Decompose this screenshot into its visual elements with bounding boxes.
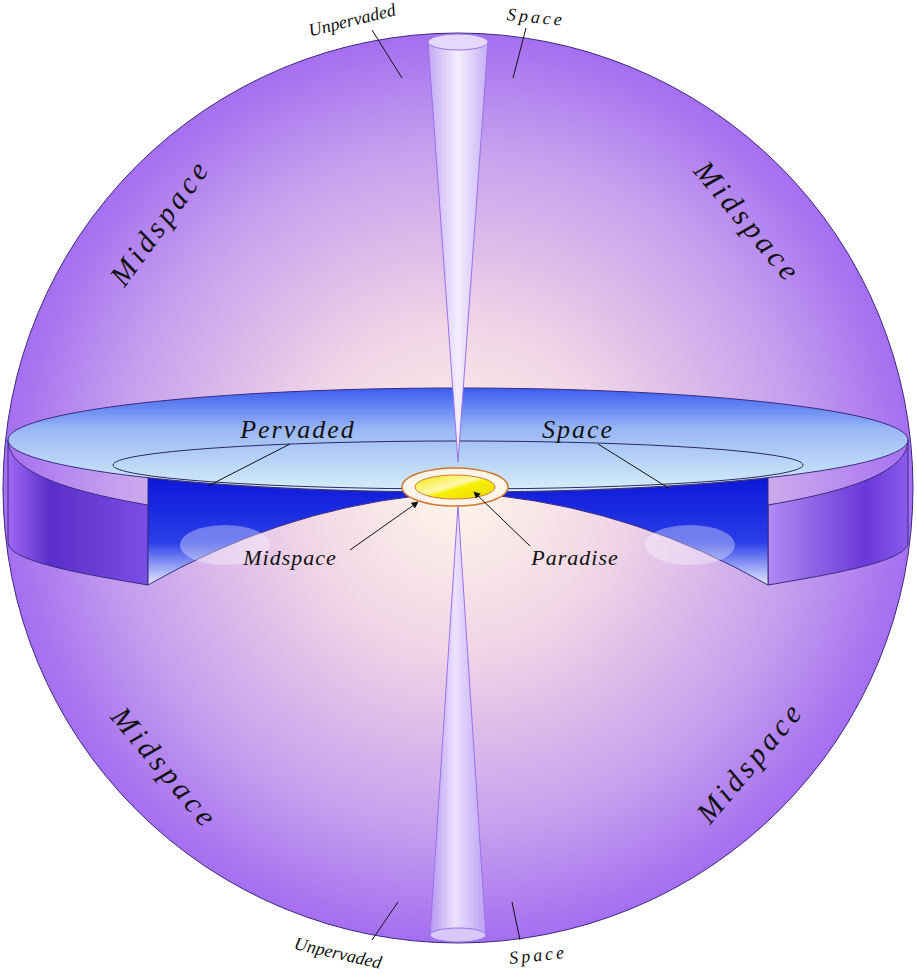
lower-cone-end <box>430 928 486 942</box>
leader-line <box>372 902 398 940</box>
region-label: Unpervaded <box>293 934 384 972</box>
leader-line <box>513 28 526 78</box>
region-label: Midspace <box>689 155 808 288</box>
region-label: Midspace <box>243 547 337 569</box>
sphere <box>3 33 913 943</box>
leader-line <box>208 444 290 486</box>
lower-cone <box>430 505 486 935</box>
region-label: Midspace <box>106 701 225 834</box>
upper-cone-end <box>428 34 488 50</box>
paradise-island <box>415 475 495 499</box>
region-label: Space <box>508 943 568 967</box>
region-label: Midspace <box>104 153 216 291</box>
leader-line <box>372 30 402 78</box>
region-label: Paradise <box>531 547 618 569</box>
region-label: Midspace <box>691 695 810 828</box>
midspace-ring <box>402 468 508 506</box>
region-label: Space <box>542 417 614 443</box>
leader-line <box>512 902 520 940</box>
upper-cone <box>428 42 488 462</box>
leader-arrow <box>474 492 530 546</box>
cutaway-highlight <box>645 525 735 565</box>
region-label: Unpervaded <box>307 1 398 40</box>
leader-line <box>598 444 670 489</box>
region-label: Space <box>506 5 566 29</box>
region-label: Pervaded <box>240 417 356 443</box>
leader-arrow <box>350 502 418 550</box>
